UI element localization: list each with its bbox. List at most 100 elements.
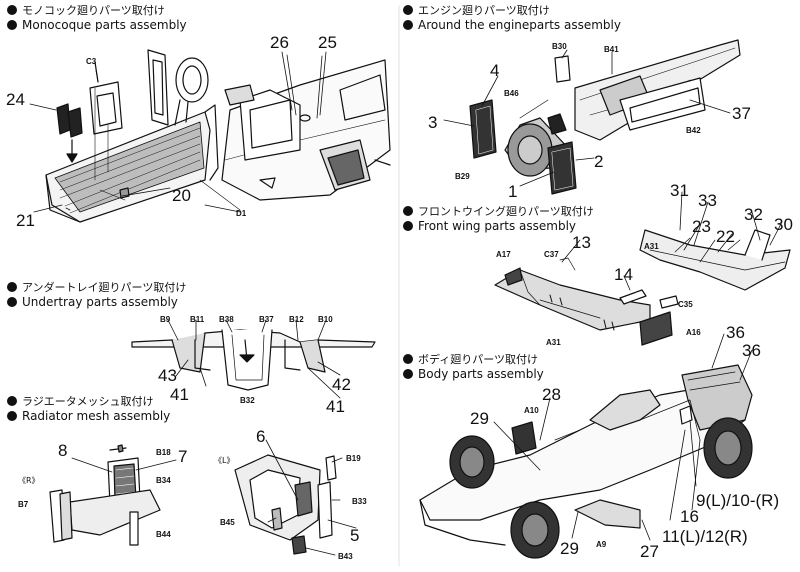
monocoque-heading: モノコック廻りパーツ取付け Monocoque parts assembly: [7, 3, 187, 32]
part-code: A17: [496, 250, 511, 259]
step-number: 28: [542, 385, 561, 404]
step-number: 21: [16, 211, 35, 230]
bullet-icon: [7, 396, 17, 406]
side-marker-left: 《L》: [214, 456, 235, 465]
step-number: 24: [6, 90, 25, 109]
part-code: B30: [552, 42, 567, 51]
engine-heading: エンジン廻りパーツ取付け Around the engineparts asse…: [403, 3, 621, 32]
cockpit-drawing: [221, 54, 391, 201]
monocoque-drawing: [45, 49, 241, 223]
step-number: 22: [716, 227, 735, 246]
step-number: 8: [58, 441, 68, 460]
bullet-icon: [403, 221, 413, 231]
body-heading-en: Body parts assembly: [418, 367, 544, 381]
step-number: 36: [742, 341, 761, 360]
front-wing-drawing: [494, 229, 791, 346]
step-number: 25: [318, 33, 337, 52]
part-code: B38: [219, 315, 234, 324]
step-number: 31: [670, 181, 689, 200]
body-drawing: [419, 364, 753, 559]
step-number: 30: [774, 215, 793, 234]
part-code: A16: [686, 328, 701, 337]
bullet-icon: [7, 411, 17, 421]
part-code: B46: [504, 89, 519, 98]
step-number: 11(L)/12(R): [662, 527, 748, 546]
part-code: B32: [240, 396, 255, 405]
part-code: D1: [236, 209, 247, 218]
bullet-icon: [7, 297, 17, 307]
frontwing-heading-jp: フロントウイング廻りパーツ取付け: [418, 205, 594, 218]
part-code: A9: [596, 540, 607, 549]
part-code: B33: [352, 497, 367, 506]
step-number: 6: [256, 427, 266, 446]
step-number: 7: [178, 447, 188, 466]
undertray-heading: アンダートレイ廻りパーツ取付け Undertray parts assembly: [7, 280, 186, 309]
frontwing-heading-en: Front wing parts assembly: [418, 219, 577, 233]
part-code: A31: [644, 242, 659, 251]
radiator-right-drawing: [49, 444, 161, 546]
undertray-drawing: [131, 329, 376, 391]
part-code: B44: [156, 530, 171, 539]
step-number: 41: [326, 397, 345, 416]
part-code: A10: [524, 406, 539, 415]
step-number: 20: [172, 186, 191, 205]
step-number: 4: [490, 61, 500, 80]
engine-heading-jp: エンジン廻りパーツ取付け: [418, 4, 550, 17]
part-code: B12: [289, 315, 304, 324]
monocoque-heading-jp: モノコック廻りパーツ取付け: [22, 4, 165, 17]
step-number: 13: [572, 233, 591, 252]
part-code: A31: [546, 338, 561, 347]
part-code: B43: [338, 552, 353, 561]
step-number: 29: [560, 539, 579, 558]
step-number: 37: [732, 104, 751, 123]
bullet-icon: [403, 369, 413, 379]
radiator-heading-en: Radiator mesh assembly: [22, 409, 171, 423]
step-number: 23: [692, 217, 711, 236]
part-code: B7: [18, 500, 29, 509]
radiator-heading: ラジエータメッシュ取付け Radiator mesh assembly: [7, 394, 170, 423]
step-number: 36: [726, 323, 745, 342]
body-heading-jp: ボディ廻りパーツ取付け: [418, 353, 539, 366]
step-number: 26: [270, 33, 289, 52]
part-code: B9: [160, 315, 171, 324]
part-code: B45: [220, 518, 235, 527]
radiator-heading-jp: ラジエータメッシュ取付け: [22, 395, 154, 408]
monocoque-heading-en: Monocoque parts assembly: [22, 18, 187, 32]
bullet-icon: [7, 20, 17, 30]
step-number: 29: [470, 409, 489, 428]
part-code: C35: [678, 300, 693, 309]
step-number: 3: [428, 113, 438, 132]
bullet-icon: [403, 206, 413, 216]
bullet-icon: [403, 20, 413, 30]
part-code: B37: [259, 315, 274, 324]
step-number: 14: [614, 265, 633, 284]
step-number: 5: [350, 526, 360, 545]
radiator-left-drawing: [234, 454, 337, 555]
step-number: 9(L)/10-(R): [696, 491, 780, 510]
frontwing-heading: フロントウイング廻りパーツ取付け Front wing parts assemb…: [403, 204, 594, 233]
step-number: 32: [744, 205, 763, 224]
body-heading: ボディ廻りパーツ取付け Body parts assembly: [403, 352, 544, 381]
bullet-icon: [7, 5, 17, 15]
leader-lines: [29, 49, 783, 556]
step-number: 41: [170, 385, 189, 404]
step-number: 16: [680, 507, 699, 526]
bullet-icon: [403, 354, 413, 364]
step-number: 1: [508, 182, 518, 201]
part-code: B18: [156, 448, 171, 457]
side-marker-right: 《R》: [18, 476, 40, 485]
step-number: 27: [640, 542, 659, 561]
part-code: B19: [346, 454, 361, 463]
part-code: B34: [156, 476, 171, 485]
part-code: B10: [318, 315, 333, 324]
undertray-heading-jp: アンダートレイ廻りパーツ取付け: [22, 281, 187, 294]
step-number: 43: [158, 366, 177, 385]
part-code: B29: [455, 172, 470, 181]
step-number: 33: [698, 191, 717, 210]
bullet-icon: [403, 5, 413, 15]
engine-drawing: [469, 39, 741, 195]
part-code: B41: [604, 45, 619, 54]
step-number: 42: [332, 375, 351, 394]
